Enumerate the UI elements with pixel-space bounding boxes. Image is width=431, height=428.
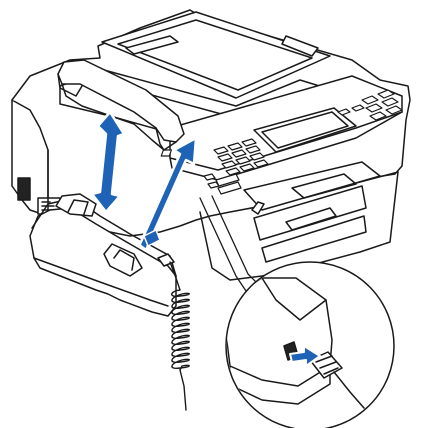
coiled-cord [169, 261, 190, 411]
zoom-cradle-body [227, 277, 333, 387]
zoom-plug-cable [333, 371, 365, 409]
arrow-up-right-icon [136, 136, 198, 252]
arrows [90, 110, 198, 252]
handset-earpiece [57, 73, 83, 97]
adf-guide-left [125, 35, 179, 55]
printer-left-port [17, 177, 31, 201]
cradle-front-edge [33, 257, 169, 307]
cradle [29, 193, 177, 317]
paper-tray-grip [285, 207, 337, 231]
side-buttons [203, 173, 242, 195]
zoom-plug-ridges [315, 355, 339, 375]
adf-tray [101, 11, 331, 99]
cradle-earpiece-hole [67, 199, 89, 215]
paper-output-tray [243, 161, 381, 211]
zoom-callout [225, 261, 395, 428]
cord-coils [171, 289, 190, 371]
adf-guide-right [281, 35, 319, 57]
media-slot [251, 201, 265, 215]
cradle-earpiece-cup [55, 193, 97, 217]
paper-tray-front [253, 185, 367, 241]
cradle-mouth-well [113, 249, 135, 271]
panel-buttons [337, 89, 403, 121]
cord-top-lead [169, 261, 181, 291]
adf-tray-inner [117, 19, 313, 91]
keypad [160, 138, 269, 176]
handset [57, 59, 185, 151]
arrow-up-right-tail [143, 229, 161, 247]
zoom-cradle-top-curve [261, 277, 327, 321]
cord-bottom-lead [179, 369, 187, 411]
paper-tray-lower [261, 215, 367, 263]
lcd-screen-inner [261, 111, 349, 149]
printer [11, 9, 411, 281]
arrow-right-icon [289, 345, 321, 367]
arrow-down-icon [90, 110, 126, 214]
handset-mouthpiece [155, 127, 165, 151]
paper-output-slot [291, 173, 357, 199]
